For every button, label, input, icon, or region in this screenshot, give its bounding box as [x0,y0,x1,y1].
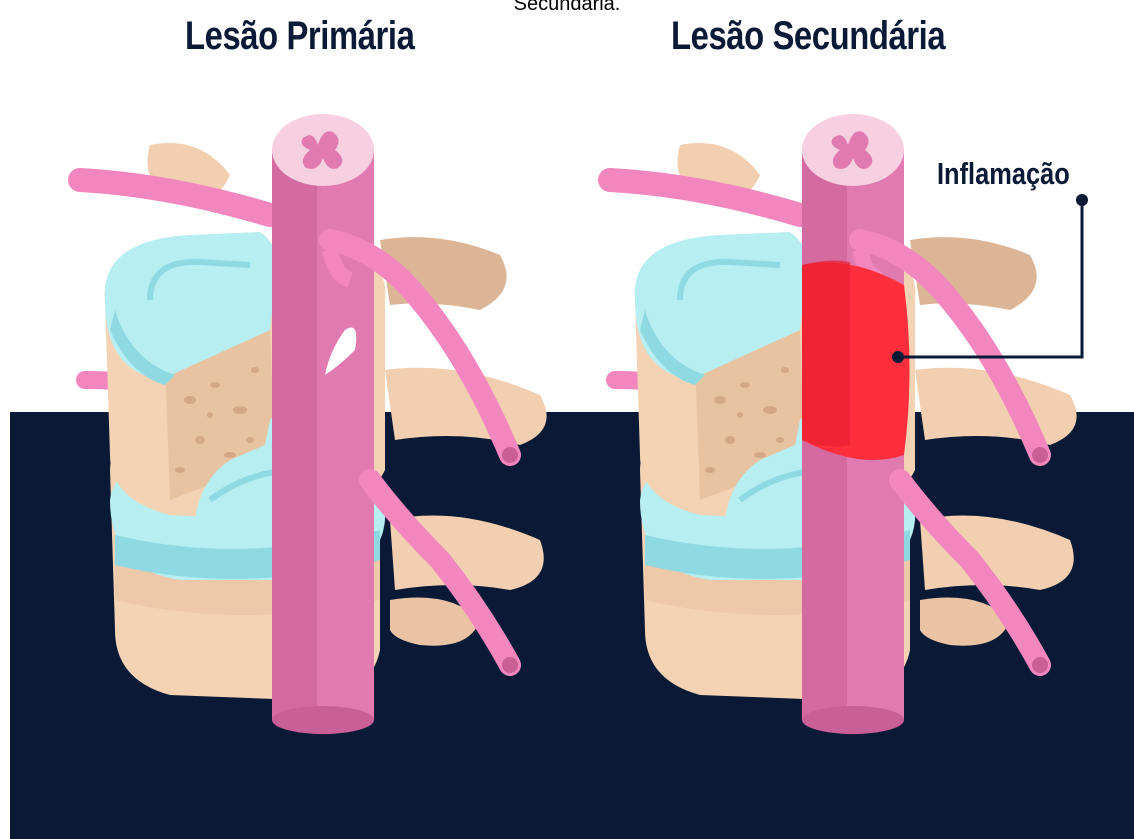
secondary-lesion-spine [610,114,1077,734]
primary-lesion-spine [80,114,547,734]
inflammation-label: Inflamação [937,156,1070,192]
